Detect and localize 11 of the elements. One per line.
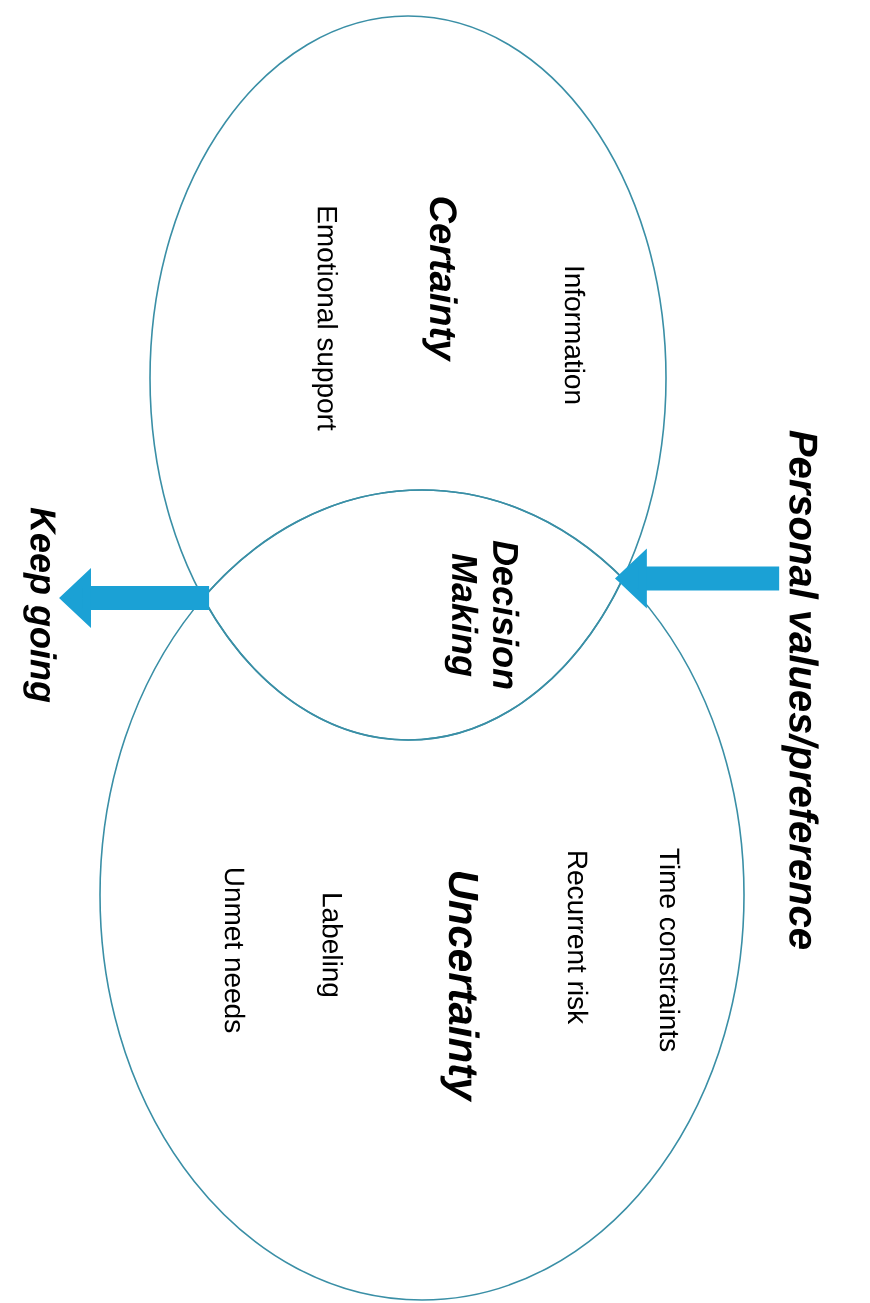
node-label: Keep going	[23, 507, 57, 703]
item-label: Labeling	[316, 894, 344, 997]
item-label: Unmet needs	[224, 868, 246, 1033]
category-label: Uncertainty	[440, 871, 480, 1103]
center-label: Decision Making	[444, 540, 520, 689]
item-label: Time constraints	[659, 848, 681, 1052]
node-label: Personal values/preference	[781, 430, 819, 949]
category-label: Certainty	[422, 197, 458, 362]
item-label: Information	[564, 267, 586, 404]
item-label: Recurrent risk	[567, 852, 589, 1025]
item-label: Emotional support	[311, 207, 339, 431]
